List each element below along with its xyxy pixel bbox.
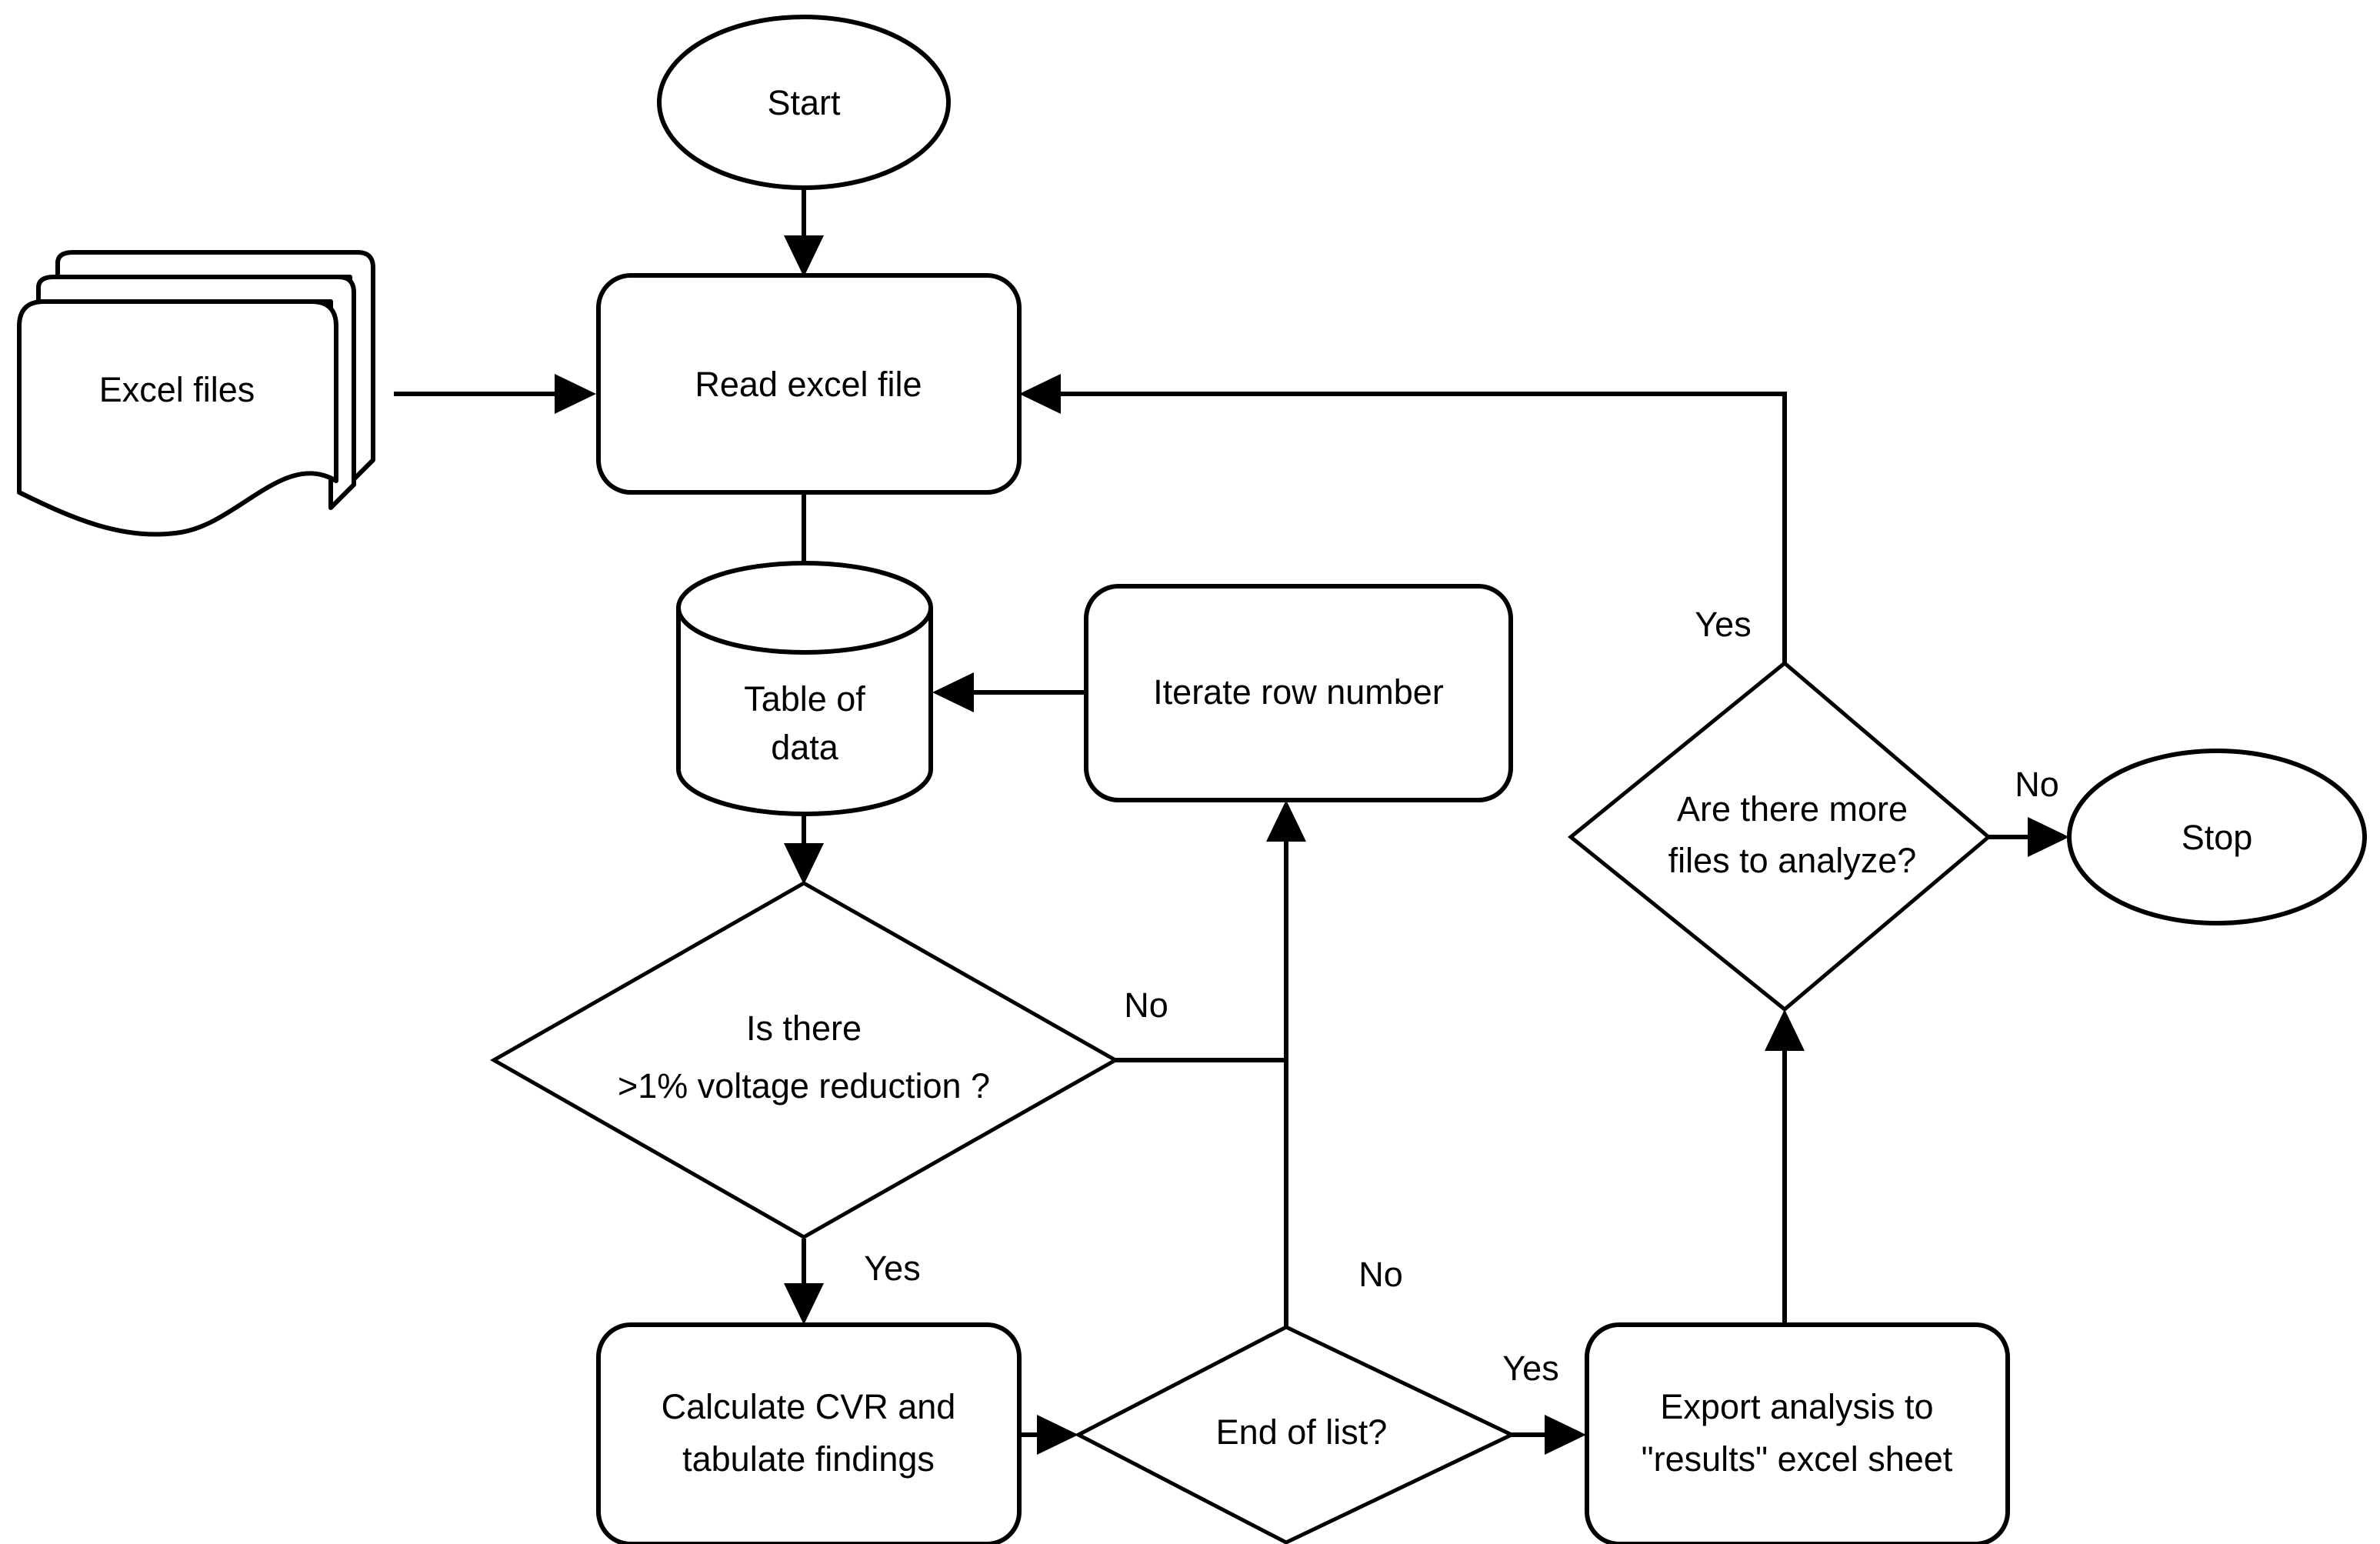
edge-calculate-to-end-of-list [1019, 1415, 1078, 1455]
node-export-analysis[interactable]: Export analysis to "results" excel sheet [1585, 1322, 2010, 1544]
node-stop-label: Stop [2182, 818, 2253, 857]
node-iterate-row-number[interactable]: Iterate row number [1084, 584, 1513, 802]
table-of-data-top [676, 561, 933, 655]
node-export-analysis-label-line2: "results" excel sheet [1642, 1439, 1953, 1479]
edge-label-voltage-no: No [1124, 985, 1168, 1025]
edge-export-to-more-files [1765, 1009, 1805, 1325]
edge-more-files-yes-to-read-excel [1019, 374, 1787, 665]
edge-end-of-list-yes-to-export [1512, 1415, 1586, 1455]
node-voltage-decision-label-line2: >1% voltage reduction ? [618, 1066, 990, 1105]
edge-iterate-to-table [932, 672, 1085, 712]
node-calculate-cvr[interactable]: Calculate CVR and tabulate findings [596, 1322, 1022, 1544]
node-end-of-list[interactable]: End of list? [1074, 1325, 1516, 1544]
node-more-files-decision-label-line1: Are there more [1677, 789, 1908, 829]
node-calculate-cvr-label-line1: Calculate CVR and [662, 1387, 956, 1426]
edge-label-more-files-no: No [2015, 765, 2059, 804]
node-more-files-decision[interactable]: Are there more files to analyze? [1568, 660, 1992, 1012]
edge-label-voltage-yes: Yes [864, 1249, 920, 1288]
node-excel-files[interactable]: Excel files [17, 250, 375, 537]
node-start[interactable]: Start [657, 15, 951, 190]
node-table-of-data[interactable]: Table of data [676, 561, 933, 816]
node-end-of-list-label: End of list? [1216, 1412, 1388, 1452]
node-voltage-decision-label-line1: Is there [746, 1009, 862, 1048]
node-voltage-decision[interactable]: Is there >1% voltage reduction ? [489, 881, 1120, 1239]
excel-files-sheet-front [17, 299, 338, 537]
edge-excel-files-to-read-excel [394, 374, 596, 414]
node-stop[interactable]: Stop [2067, 749, 2367, 925]
node-iterate-row-number-label: Iterate row number [1153, 672, 1444, 712]
node-read-excel-file-label: Read excel file [695, 365, 922, 404]
node-more-files-decision-label-line2: files to analyze? [1668, 841, 1917, 880]
table-of-data-body [676, 608, 933, 816]
edge-start-to-read-excel [784, 188, 824, 277]
edge-label-end-of-list-no: No [1358, 1255, 1403, 1294]
node-excel-files-label: Excel files [99, 370, 255, 409]
edge-voltage-yes-to-calculate [784, 1239, 824, 1325]
node-start-label: Start [767, 83, 841, 122]
node-read-excel-file[interactable]: Read excel file [596, 273, 1022, 495]
node-export-analysis-label-line1: Export analysis to [1660, 1387, 1933, 1426]
edge-more-files-no-to-stop [1988, 817, 2069, 857]
edge-label-end-of-list-yes: Yes [1502, 1349, 1558, 1388]
node-calculate-cvr-label-line2: tabulate findings [682, 1439, 935, 1479]
edge-label-more-files-yes: Yes [1695, 605, 1751, 644]
node-table-of-data-label-line1: Table of [744, 679, 865, 719]
edge-riser-to-iterate [1266, 800, 1306, 1327]
node-table-of-data-label-line2: data [771, 728, 839, 767]
